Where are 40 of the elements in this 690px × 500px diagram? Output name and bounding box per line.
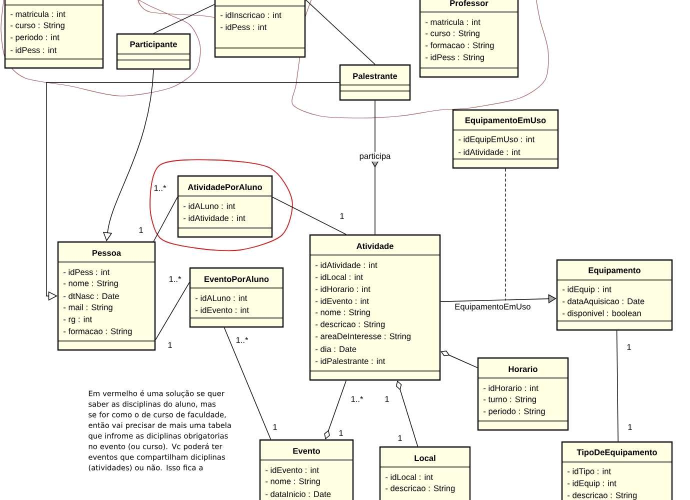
connector [505, 168, 506, 301]
connector [305, 0, 376, 65]
edge-label: participa [358, 152, 392, 162]
connector [396, 380, 418, 447]
connector [324, 380, 346, 440]
multiplicity-label: 1 [273, 424, 277, 430]
multiplicity-label: 1..* [154, 185, 166, 191]
class-box: Equipamento - idEquip : int - dataAquisicao : Date - disponivel : boolean [556, 259, 673, 331]
class-box: AtividadePorAluno - idALuno : int - idAtividade : int [177, 175, 273, 238]
connector [440, 350, 478, 368]
class-box: Palestrante [339, 64, 411, 101]
multiplicity-label: 1..* [351, 396, 364, 402]
connector [155, 282, 190, 340]
connector [440, 294, 556, 304]
connector [272, 196, 346, 235]
multiplicity-label: 1..* [169, 276, 182, 282]
class-box: Horario - idHorario : int - turno : String - periodo : String [477, 357, 569, 431]
multiplicity-label: 1 [628, 424, 632, 430]
class-box: TipoDeEquipamento - idTipo : int - idEquip : int - descricao : String [561, 441, 673, 500]
connector [224, 327, 272, 440]
class-box: Pessoa - idPess : int - nome : String - dtNasc : Date - mail : String - rg : int - formacao : String [57, 241, 156, 351]
connector [616, 330, 618, 442]
connector [153, 4, 215, 34]
multiplicity-label: 1 [627, 344, 631, 350]
edge-label: EquipamentoEmUso [454, 302, 532, 312]
class-box: - idInscricao : int - idPess : int [214, 0, 306, 58]
class-box: Atividade - idAtividade : int - idLocal : int - idHorario : int - idEvento : int - nome : String - descricao : String - areaDeInteresse : String - dia : Date - idPalestrante : int [309, 234, 441, 381]
class-box: EventoPorAluno - idALuno : int - idEvento : int [189, 267, 284, 328]
class-box: EquipamentoEmUso - idEquipEmUso : int - idAtividade : int [452, 109, 559, 169]
class-box: - matricula : int - curso : String - periodo : int - idPess : int [4, 0, 104, 69]
class-box: Professor - matricula : int - curso : String - formacao : String - idPess : String [419, 0, 519, 78]
multiplicity-label: 1 [340, 213, 344, 219]
multiplicity-label: 1 [139, 227, 143, 233]
class-box: Local - idLocal : int - descricao : String [379, 446, 471, 500]
connector [153, 196, 178, 242]
class-box: Participante [116, 33, 191, 70]
multiplicity-label: 1 [385, 396, 389, 402]
multiplicity-label: 1..* [236, 337, 248, 343]
class-box: Evento - idEvento : int - nome : String - dataInicio : Date [259, 439, 354, 500]
multiplicity-label: 1 [168, 342, 172, 348]
